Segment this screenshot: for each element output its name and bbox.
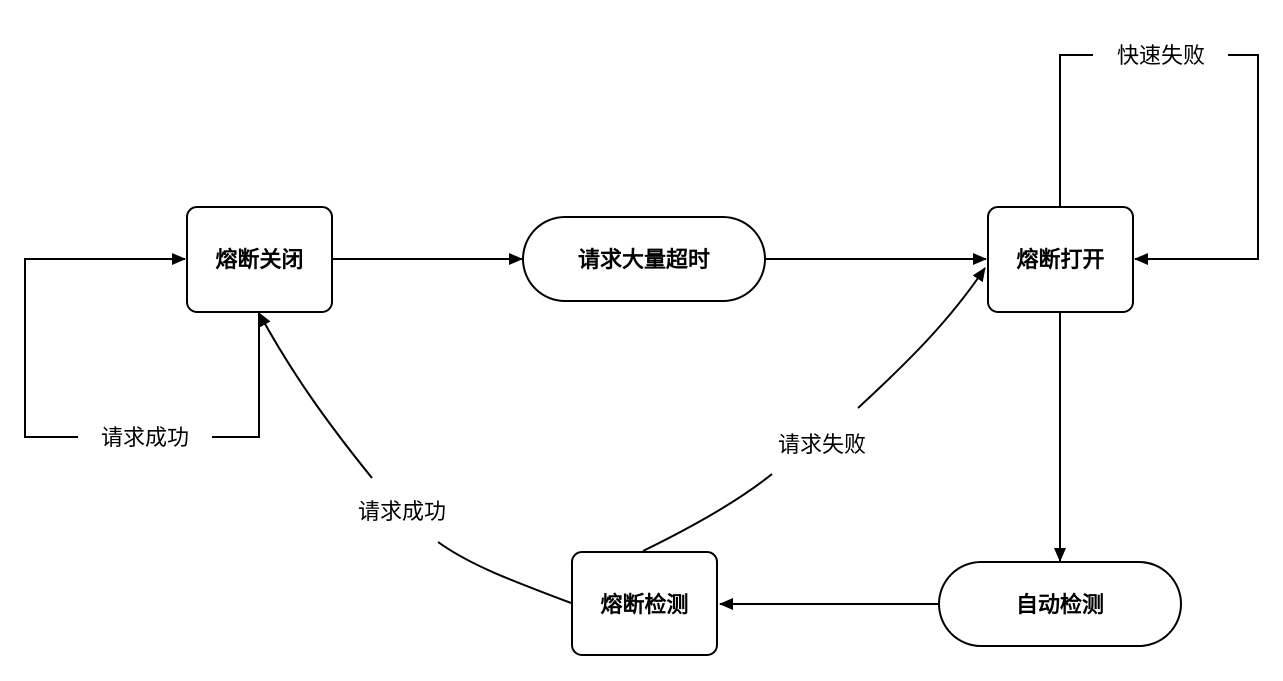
edge-probe-to-open-lower — [642, 473, 773, 552]
node-auto-check-label: 自动检测 — [1016, 592, 1104, 618]
edge-probe-to-open-upper — [857, 267, 986, 409]
node-breaker-closed-label: 熔断关闭 — [215, 247, 303, 273]
edge-label-closed-self-loop: 请求成功 — [101, 426, 189, 451]
node-breaker-open[interactable]: 熔断打开 — [987, 206, 1134, 313]
node-mass-timeouts-label: 请求大量超时 — [578, 247, 710, 273]
node-breaker-probe[interactable]: 熔断检测 — [571, 551, 718, 656]
edge-label-probe-to-closed: 请求成功 — [358, 500, 446, 525]
edge-closed-self-loop — [24, 253, 186, 438]
edge-label-open-self-loop: 快速失败 — [1117, 44, 1205, 69]
edge-open-self-loop — [1059, 54, 1093, 207]
edge-probe-to-closed-lower — [437, 541, 572, 604]
edge-probe-to-closed-upper — [258, 312, 373, 479]
node-mass-timeouts[interactable]: 请求大量超时 — [522, 216, 766, 302]
edge-label-probe-to-open: 请求失败 — [778, 433, 866, 458]
edge-open-self-loop-return — [1134, 54, 1259, 265]
node-breaker-closed[interactable]: 熔断关闭 — [186, 206, 333, 313]
node-breaker-open-label: 熔断打开 — [1016, 247, 1104, 273]
node-auto-check[interactable]: 自动检测 — [938, 561, 1182, 647]
edge-closed-self-loop-return — [212, 312, 260, 438]
node-breaker-probe-label: 熔断检测 — [600, 592, 688, 618]
